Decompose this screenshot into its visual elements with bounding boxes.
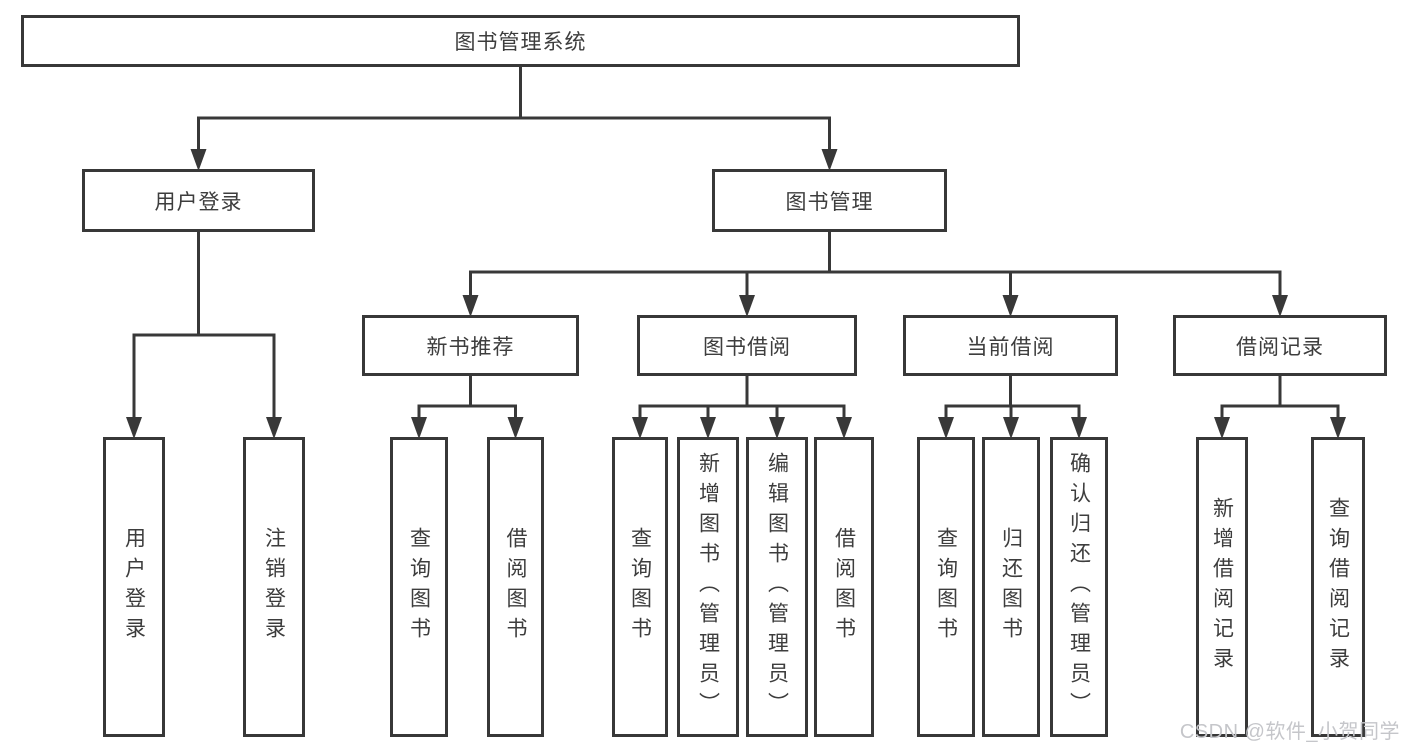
tree-node-1-1-1: 新增图书（管理员） [677, 437, 739, 737]
tree-node-1-1: 图书借阅 [637, 315, 857, 376]
tree-node-label: 编辑图书（管理员） [765, 452, 789, 722]
tree-node-label: 图书借阅 [703, 335, 791, 359]
tree-node-label: 查询图书 [407, 527, 431, 647]
tree-node-0: 用户登录 [82, 169, 315, 232]
tree-node-label: 用户登录 [154, 190, 243, 214]
tree-node-1-0-1: 借阅图书 [487, 437, 544, 737]
tree-node-root: 图书管理系统 [21, 15, 1020, 67]
tree-node-1-3-0: 新增借阅记录 [1196, 437, 1248, 737]
tree-node-label: 查询图书 [628, 527, 652, 647]
tree-node-label: 借阅图书 [832, 527, 856, 647]
tree-node-label: 注销登录 [262, 527, 286, 647]
tree-node-label: 新增图书（管理员） [696, 452, 720, 722]
tree-node-label: 图书管理系统 [454, 31, 587, 54]
tree-node-1-0-0: 查询图书 [390, 437, 448, 737]
tree-node-label: 借阅图书 [504, 527, 527, 647]
tree-node-1-2-2: 确认归还（管理员） [1050, 437, 1108, 737]
tree-node-label: 查询图书 [934, 527, 958, 647]
tree-node-1-1-2: 编辑图书（管理员） [746, 437, 808, 737]
tree-node-label: 新书推荐 [426, 335, 515, 359]
tree-node-1-1-0: 查询图书 [612, 437, 668, 737]
tree-node-1: 图书管理 [712, 169, 947, 232]
tree-node-label: 用户登录 [122, 527, 146, 647]
tree-node-label: 新增借阅记录 [1210, 497, 1234, 677]
tree-node-label: 归还图书 [999, 527, 1023, 647]
tree-node-0-0: 用户登录 [103, 437, 165, 737]
tree-node-1-3-1: 查询借阅记录 [1311, 437, 1365, 737]
tree-node-1-2-1: 归还图书 [982, 437, 1040, 737]
tree-node-1-0: 新书推荐 [362, 315, 579, 376]
tree-node-label: 图书管理 [785, 190, 874, 214]
tree-node-label: 借阅记录 [1236, 335, 1324, 359]
csdn-watermark: CSDN @软件_小贺同学 [1179, 721, 1400, 743]
tree-node-1-3: 借阅记录 [1173, 315, 1387, 376]
tree-node-1-2-0: 查询图书 [917, 437, 975, 737]
tree-node-1-1-3: 借阅图书 [814, 437, 874, 737]
tree-node-label: 确认归还（管理员） [1067, 452, 1091, 722]
tree-node-0-1: 注销登录 [243, 437, 305, 737]
tree-node-1-2: 当前借阅 [903, 315, 1118, 376]
tree-node-label: 查询借阅记录 [1326, 497, 1350, 677]
tree-node-label: 当前借阅 [966, 335, 1055, 359]
